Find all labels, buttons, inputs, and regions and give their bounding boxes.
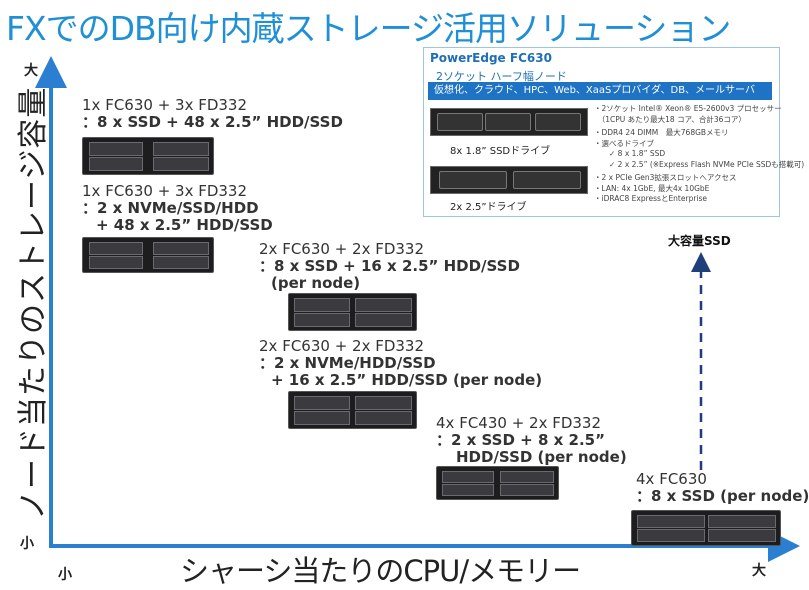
y-axis-high: 大 [24,63,38,79]
config-4-label: 2x FC630 + 2x FD332 ：2 x NVMe/HDD/SSD + … [259,337,543,389]
fc630-subtitle: 2ソケット ハーフ幅ノード [436,70,567,83]
fc630-spec-item: ・iDRAC8 ExpressとEnterprise [594,194,708,203]
config-5-label: 4x FC430 + 2x FD332 ：2 x SSD + 8 x 2.5” … [436,414,627,466]
fc630-hdd-caption: 2x 2.5”ドライブ [450,202,527,213]
config-4-server-image [288,391,417,429]
x-axis-label: シャーシ当たりのCPU/メモリー [180,554,581,588]
fc630-hdd-node-image [430,166,588,194]
fc630-usecase-band: 仮想化、クラウド、HPC、Web、XaaSプロバイダ、DB、メールサーバ [428,82,772,100]
fc630-spec-list: ・2ソケット Intel® Xeon® E5-2600v3 プロセッサー （1C… [594,104,805,205]
y-axis-low: 小 [20,536,34,552]
fc630-spec-item: ✓ 8 x 1.8” SSD [594,149,666,158]
fc630-title: PowerEdge FC630 [430,51,552,65]
config-2-server-image [82,237,214,273]
fc630-spec-item: ・DDR4 24 DIMM 最大768GBメモリ [594,128,729,137]
x-axis-low: 小 [58,567,72,583]
fc630-spec-item: ・選べるドライブ [594,138,654,148]
fc630-spec-item: （1CPU あたり最大18 コア、合計36コア） [594,114,746,124]
large-ssd-label: 大容量SSD [668,234,731,248]
config-3-server-image [288,293,417,331]
config-2-label: 1x FC630 + 3x FD332 ：2 x NVMe/SSD/HDD + … [82,182,273,234]
config-1-server-image [82,137,214,175]
config-5-server-image [436,466,559,500]
fc630-info-box: PowerEdge FC630 2ソケット ハーフ幅ノード 仮想化、クラウド、H… [423,47,805,217]
fc630-spec-item: ・2ソケット Intel® Xeon® E5-2600v3 プロセッサー [594,104,782,113]
page-title: FXでのDB向け内蔵ストレージ活用ソリューション [6,9,731,48]
fc630-spec-item: ✓ 2 x 2.5” (※Express Flash NVMe PCIe SSD… [594,159,805,169]
config-6-label: 4x FC630 ：8 x SSD (per node) [636,470,809,505]
fc630-spec-item: ・LAN: 4x 1GbE, 最大4x 10GbE [594,183,710,193]
fc630-ssd-node-image [430,108,588,136]
config-1-label: 1x FC630 + 3x FD332 ：8 x SSD + 48 x 2.5”… [82,96,343,131]
config-6-server-image [631,510,781,546]
config-3-label: 2x FC630 + 2x FD332 ：8 x SSD + 16 x 2.5”… [259,240,520,292]
fc630-spec-item: ・2 x PCIe Gen3拡張スロットへアクセス [594,173,737,182]
y-axis-label: ノード当たりのストレージ容量 [16,86,51,520]
x-axis-high: 大 [752,563,766,579]
fc630-ssd-caption: 8x 1.8” SSDドライブ [450,146,551,157]
